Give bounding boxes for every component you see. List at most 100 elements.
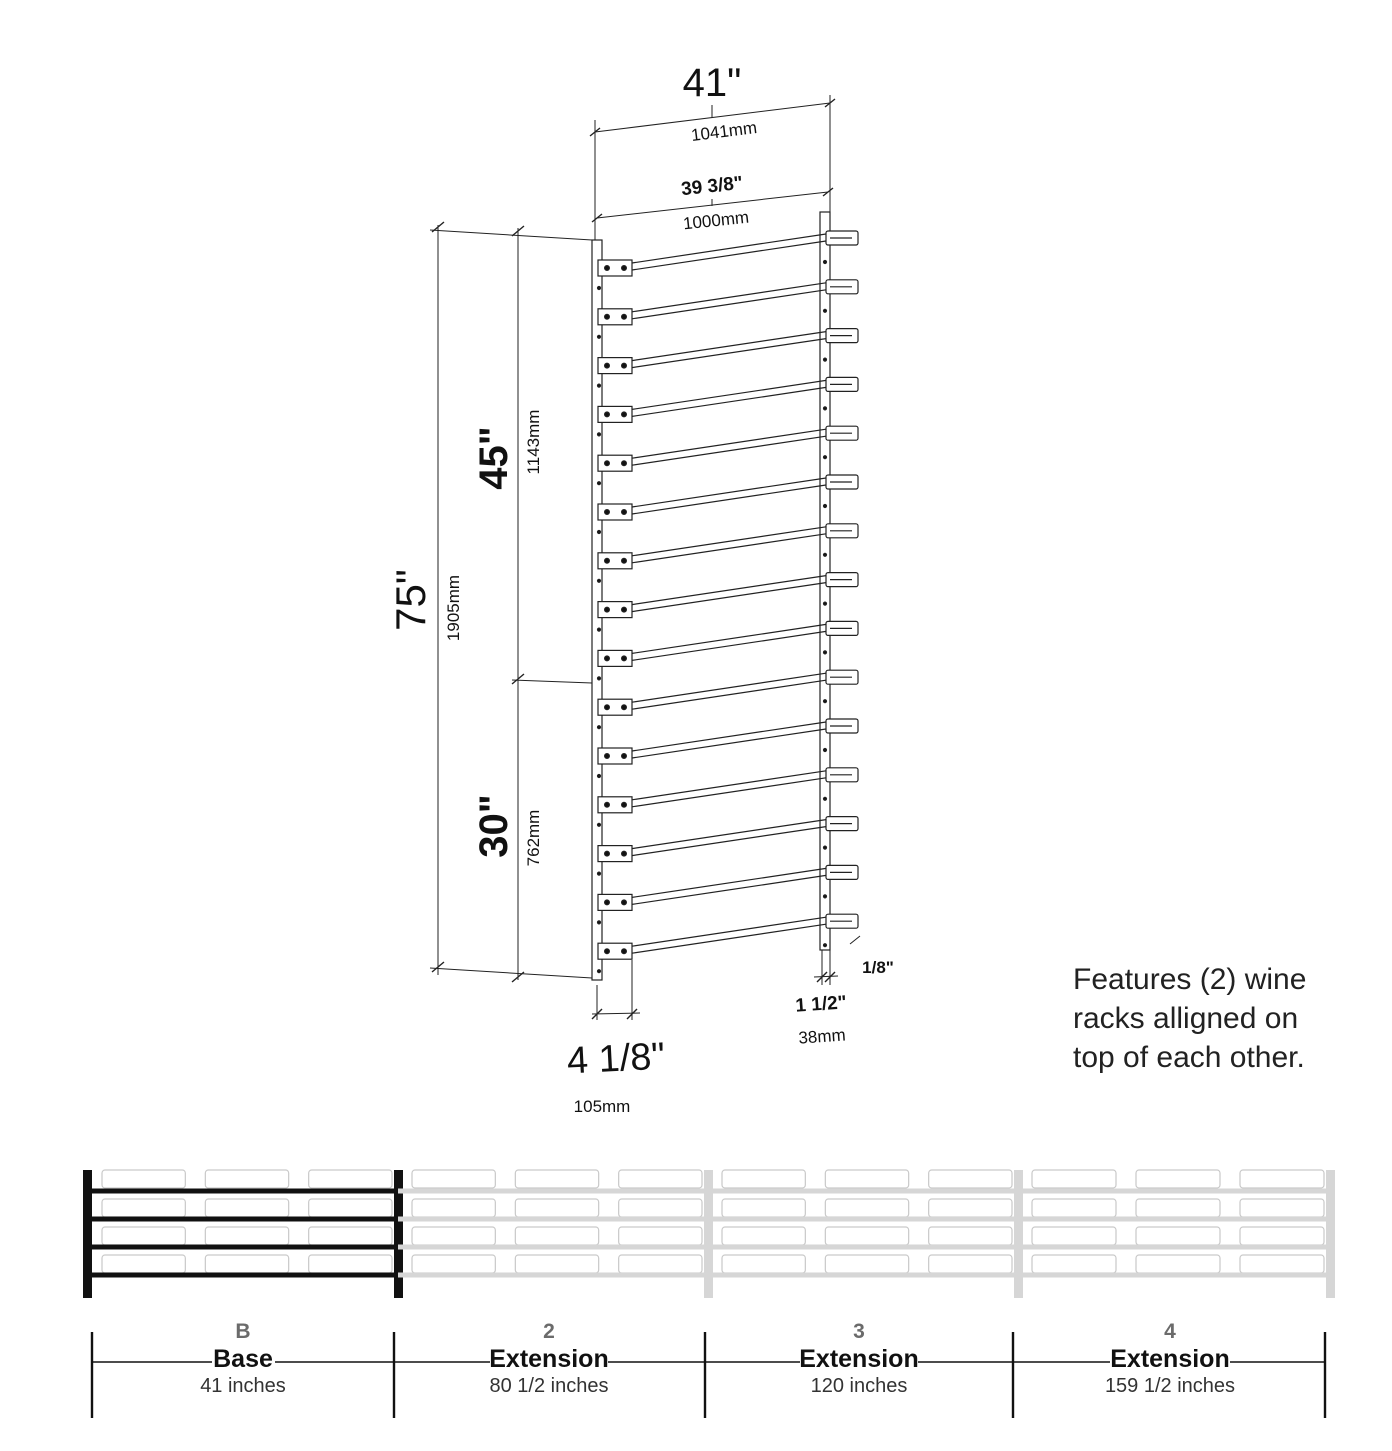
total-height-ext-top xyxy=(429,229,593,241)
left-bracket xyxy=(597,259,633,277)
bottle-outline xyxy=(1031,1198,1117,1218)
bolt xyxy=(603,411,610,418)
left-bracket xyxy=(597,600,633,619)
bottle-outline xyxy=(101,1254,186,1274)
post-hole xyxy=(822,845,828,850)
bottle-outline xyxy=(618,1169,703,1189)
bolt xyxy=(620,948,627,955)
bolt xyxy=(603,509,610,516)
rod-bottom xyxy=(631,435,827,466)
left-bracket xyxy=(597,454,633,472)
rod-bottom xyxy=(631,289,827,320)
rod-bottom xyxy=(631,777,827,808)
bottle-outline xyxy=(101,1169,186,1189)
rack-row xyxy=(596,815,859,876)
bottle-outline xyxy=(1239,1198,1325,1218)
segment-number-4: 4 xyxy=(1164,1320,1176,1343)
rod-top xyxy=(631,379,827,410)
divider-post xyxy=(1326,1170,1335,1298)
bolt xyxy=(603,704,610,711)
divider-post xyxy=(704,1170,713,1298)
bolt xyxy=(603,460,610,467)
post-hole xyxy=(822,796,828,801)
rack-row xyxy=(596,328,859,388)
bolt xyxy=(620,606,627,613)
post-hole xyxy=(596,725,602,730)
post-hole xyxy=(596,676,602,681)
depth-label: 4 1/8" xyxy=(566,1035,666,1082)
rod-bottom xyxy=(631,240,827,271)
rack-bar xyxy=(398,1272,708,1278)
segment-name-4: Extension xyxy=(1110,1345,1229,1373)
post-hole xyxy=(596,627,602,632)
rack-bar xyxy=(1018,1188,1330,1194)
left-bracket xyxy=(597,649,633,668)
post-hole xyxy=(822,650,828,655)
post-hole xyxy=(822,943,828,948)
post-hole xyxy=(596,920,602,925)
bolt xyxy=(620,801,627,808)
bolt xyxy=(603,752,610,759)
left-bracket xyxy=(597,503,633,521)
bottle-outline xyxy=(204,1169,290,1189)
post-hole xyxy=(596,871,602,876)
rod-top xyxy=(631,672,827,703)
bottle-outline xyxy=(204,1198,290,1218)
rack-bar xyxy=(88,1216,398,1222)
bottle-outline xyxy=(411,1254,496,1274)
left-bracket xyxy=(597,308,633,326)
extension-segment-4 xyxy=(1018,1169,1335,1298)
bottle-outline xyxy=(824,1198,910,1218)
rod-bottom xyxy=(631,679,827,710)
bottle-outline xyxy=(1135,1254,1221,1274)
bolt xyxy=(620,411,627,418)
rod-bottom xyxy=(631,338,827,369)
post-hole xyxy=(822,406,828,411)
rack-bar xyxy=(88,1244,398,1250)
rack-bar xyxy=(708,1244,1018,1250)
segment-name-base: Base xyxy=(213,1345,273,1373)
bottle-outline xyxy=(618,1226,703,1246)
bottle-outline xyxy=(928,1198,1013,1218)
post-width-line xyxy=(813,975,839,978)
bolt xyxy=(620,362,627,369)
bottle-outline xyxy=(721,1254,806,1274)
rod-bottom xyxy=(631,533,827,564)
rod-top xyxy=(631,477,827,508)
bottle-outline xyxy=(308,1169,393,1189)
rod-top xyxy=(631,770,827,801)
bottle-outline xyxy=(514,1254,600,1274)
bolt xyxy=(620,655,627,662)
left-bracket xyxy=(597,698,633,716)
rack-bar xyxy=(398,1244,708,1250)
post-hole xyxy=(822,259,828,265)
rack-row xyxy=(596,571,859,632)
feature-note: Features (2) wine racks alligned on top … xyxy=(1073,960,1373,1077)
left-bracket xyxy=(597,844,633,863)
bolt xyxy=(620,265,627,272)
depth-mm: 105mm xyxy=(574,1097,631,1116)
bottle-outline xyxy=(824,1254,910,1274)
bottle-outline xyxy=(308,1226,393,1246)
segment-length-3: 120 inches xyxy=(811,1375,908,1397)
upper-height-mm: 1143mm xyxy=(524,410,543,475)
post-width-label: 1 1/2" xyxy=(795,992,848,1017)
bottle-outline xyxy=(1031,1254,1117,1274)
bolt xyxy=(620,460,627,467)
rod-top xyxy=(631,282,827,313)
bolt xyxy=(603,801,610,808)
overall-width-mm: 1041mm xyxy=(690,118,758,145)
bottle-outline xyxy=(824,1169,910,1189)
bottle-outline xyxy=(101,1226,186,1246)
post-hole xyxy=(822,357,828,362)
bolt xyxy=(620,752,627,759)
segment-length-2: 80 1/2 inches xyxy=(490,1375,609,1397)
bottle-outline xyxy=(514,1169,600,1189)
bottle-outline xyxy=(411,1226,496,1246)
rod-top xyxy=(631,819,827,850)
bottle-outline xyxy=(1239,1254,1325,1274)
post-hole xyxy=(596,432,602,437)
bottle-outline xyxy=(1135,1226,1221,1246)
bolt xyxy=(620,557,627,564)
